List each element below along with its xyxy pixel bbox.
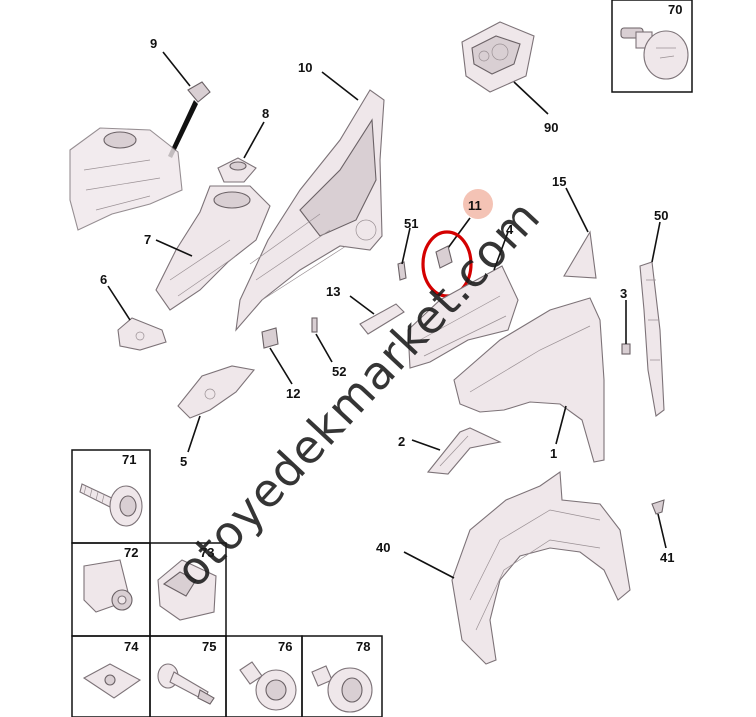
part-11: 11 — [421, 189, 493, 298]
callout-1: 1 — [550, 446, 557, 461]
part-11-highlight — [463, 189, 493, 219]
callout-5: 5 — [180, 454, 187, 469]
callout-7: 7 — [144, 232, 151, 247]
callout-2: 2 — [398, 434, 405, 449]
part-51: 51 — [397, 216, 418, 281]
callout-6: 6 — [100, 272, 107, 287]
callout-51: 51 — [404, 216, 418, 231]
fastener-70-frame — [611, 0, 693, 93]
speed-nut-74-icon — [82, 663, 142, 699]
part-15: 15 — [552, 174, 597, 279]
part-7: 7 — [144, 185, 271, 311]
fastener-grid: 71 72 73 74 75 76 78 — [71, 449, 383, 717]
callout-78: 78 — [356, 639, 370, 654]
callout-40: 40 — [376, 540, 390, 555]
callout-71: 71 — [122, 452, 136, 467]
callout-73: 73 — [200, 545, 214, 560]
clip-nut-72-icon — [83, 559, 133, 613]
callout-52: 52 — [332, 364, 346, 379]
callout-12: 12 — [286, 386, 300, 401]
callout-15: 15 — [552, 174, 566, 189]
callout-70: 70 — [668, 2, 682, 17]
part-1: 1 — [453, 297, 605, 463]
part-3: 3 — [620, 286, 631, 355]
callout-41: 41 — [660, 550, 674, 565]
callout-8: 8 — [262, 106, 269, 121]
callout-90: 90 — [544, 120, 558, 135]
part-13: 13 — [326, 284, 405, 335]
screw-71-icon — [79, 483, 143, 527]
callout-3: 3 — [620, 286, 627, 301]
callout-50: 50 — [654, 208, 668, 223]
part-40: 40 — [376, 470, 631, 665]
part-4: 4 — [407, 222, 519, 369]
part-41: 41 — [651, 499, 674, 565]
part-12: 12 — [261, 327, 300, 401]
part-8: 8 — [217, 106, 269, 183]
blind-rivet-75-icon — [157, 663, 215, 705]
callout-9: 9 — [150, 36, 157, 51]
part-90: 90 — [461, 21, 558, 135]
part-9: 9 — [150, 36, 211, 158]
callout-13: 13 — [326, 284, 340, 299]
push-rivet-70-icon — [620, 27, 689, 80]
callout-10: 10 — [298, 60, 312, 75]
flange-bolt-78-icon — [311, 665, 373, 713]
callout-4: 4 — [506, 222, 514, 237]
callout-75: 75 — [202, 639, 216, 654]
grid-cell-78 — [301, 635, 383, 717]
clip-73-icon — [157, 559, 217, 621]
part-50: 50 — [639, 208, 668, 417]
part-52: 52 — [311, 317, 346, 379]
bolt-76-icon — [239, 661, 297, 711]
part-5: 5 — [177, 365, 256, 469]
callout-74: 74 — [124, 639, 139, 654]
callout-76: 76 — [278, 639, 292, 654]
fastener-70-box: 70 — [611, 0, 693, 93]
callout-72: 72 — [124, 545, 138, 560]
body-structure-background — [69, 127, 183, 231]
part-10: 10 — [235, 60, 385, 332]
callout-11: 11 — [468, 198, 482, 213]
part-2: 2 — [398, 427, 502, 475]
part-6: 6 — [100, 272, 167, 351]
